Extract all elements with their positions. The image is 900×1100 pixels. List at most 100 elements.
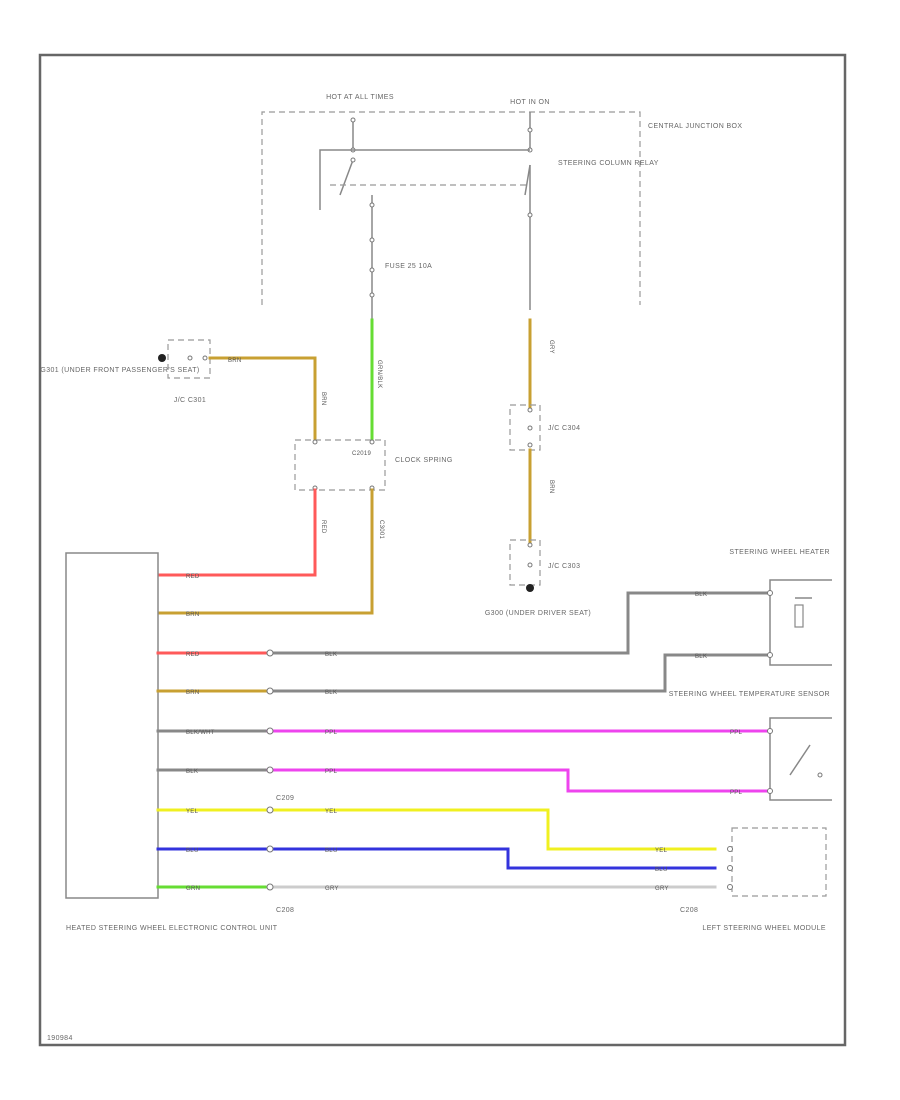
pin-icon: [266, 649, 274, 657]
mid-wire-9-label: GRY: [325, 886, 339, 892]
module-outline: [731, 827, 827, 897]
wire-black-heater-1: [266, 591, 772, 655]
pin-icon: [527, 127, 533, 133]
diagram-id: 190984: [47, 1035, 73, 1042]
clock-spring-label: CLOCK SPRING: [395, 457, 453, 464]
pin-icon: [369, 237, 375, 243]
ecu-wire-9-label: GRN: [186, 886, 200, 892]
wire-yellow-module: [156, 808, 717, 851]
clock-spring-outline: [294, 439, 386, 491]
temp-sensor-label: STEERING WHEEL TEMPERATURE SENSOR: [669, 691, 830, 698]
pin-icon: [767, 590, 773, 596]
wire-brown-ecu-2: [156, 488, 374, 615]
mid-wire-6-label: PPL: [325, 769, 338, 775]
pin-icon: [369, 439, 375, 445]
cs-upper-label: C2019: [352, 451, 372, 457]
grn-upper-label: GRN/BLK: [376, 360, 382, 388]
pin-icon: [767, 652, 773, 658]
sensor-wire-2-label: PPL: [730, 790, 743, 796]
connector-c208-right-label: C208: [680, 907, 698, 914]
hot-at-all-times-label: HOT AT ALL TIMES: [326, 94, 394, 101]
connector-pins-left: [266, 649, 274, 891]
wire-purple-sensor-2: [266, 768, 772, 793]
pin-icon: [727, 865, 733, 871]
red-vert-label: RED: [320, 520, 326, 534]
ecu-wire-4-label: BRN: [186, 690, 200, 696]
pin-icon: [266, 806, 274, 814]
mid-wire-3-label: BLK: [325, 652, 337, 658]
pin-icon: [266, 766, 274, 774]
hot-in-on-label: HOT IN ON: [510, 99, 550, 106]
jc-c303-label: J/C C303: [548, 563, 580, 570]
pin-icon: [202, 355, 208, 361]
central-junction-box-label: CENTRAL JUNCTION BOX: [648, 123, 742, 130]
pin-icon: [266, 687, 274, 695]
pin-icon: [527, 407, 533, 413]
ground-driver-label: G300 (UNDER DRIVER SEAT): [485, 610, 591, 617]
pin-icon: [350, 157, 356, 163]
ecu-wire-5-label: BLK/WHT: [186, 730, 215, 736]
pin-icon: [266, 845, 274, 853]
connector-c209-label: C209: [276, 795, 294, 802]
pin-icon: [266, 883, 274, 891]
diagram-frame: [38, 53, 847, 1047]
pin-icon: [727, 846, 733, 852]
ecu-wire-2-label: BRN: [186, 612, 200, 618]
mid-wire-4-label: BLK: [325, 690, 337, 696]
heater-element-icon: [794, 604, 804, 628]
jc-c304-outline: [509, 404, 541, 451]
steering-column-relay-label: STEERING COLUMN RELAY: [558, 160, 659, 167]
brn-vert-label: BRN: [320, 392, 326, 406]
heater-wire-2-label: BLK: [695, 654, 707, 660]
pin-icon: [350, 117, 356, 123]
heater-box: [769, 579, 832, 666]
module-label: LEFT STEERING WHEEL MODULE: [702, 925, 826, 932]
cjb-line: CENTRAL JUNCTION BOX: [648, 123, 742, 130]
mid-wire-5-label: PPL: [325, 730, 338, 736]
pin-icon: [767, 728, 773, 734]
ground-pass-label: BRN: [228, 358, 242, 364]
ground-driver-icon: [526, 584, 534, 592]
pin-icon: [369, 267, 375, 273]
sensor-wire-1-label: PPL: [730, 730, 743, 736]
pin-icon: [312, 439, 318, 445]
wire-brown-passenger: [208, 356, 317, 442]
connector-c208-left-label: C208: [276, 907, 294, 914]
ecu-wire-1-label: RED: [186, 574, 200, 580]
sensor-switch-icon: [789, 744, 811, 776]
ecu-box: [65, 552, 159, 899]
pin-icon: [527, 425, 533, 431]
module-wire-2-label: BLU: [655, 867, 668, 873]
central-junction-box-outline: [261, 111, 641, 305]
pin-icon: [527, 562, 533, 568]
module-wire-1-label: YEL: [655, 848, 668, 854]
relay-box-top: [319, 149, 530, 210]
mid-wire-7-label: YEL: [325, 809, 338, 815]
right-mid-label: BRN: [548, 480, 554, 494]
mid-wire-8-label: BLU: [325, 848, 338, 854]
ecu-wire-8-label: BLU: [186, 848, 199, 854]
pin-icon: [527, 542, 533, 548]
ecu-label: HEATED STEERING WHEEL ELECTRONIC CONTROL…: [66, 925, 278, 932]
heater-label: STEERING WHEEL HEATER: [729, 549, 830, 556]
fuse-label: FUSE 25 10A: [385, 263, 432, 270]
ecu-wire-3-label: RED: [186, 652, 200, 658]
right-upper-label: GRY: [548, 340, 554, 354]
pin-icon: [369, 292, 375, 298]
wire-red-ecu-1: [156, 488, 317, 577]
switch-arm-left: [339, 159, 354, 196]
jc-c304-label: J/C C304: [548, 425, 580, 432]
pin-icon: [527, 212, 533, 218]
pin-icon: [817, 772, 823, 778]
jc-c301-label: J/C C301: [174, 397, 206, 404]
module-wire-3-label: GRY: [655, 886, 669, 892]
ecu-wire-7-label: YEL: [186, 809, 199, 815]
pin-icon: [767, 788, 773, 794]
wire-black-heater-2: [266, 653, 772, 693]
ground-passenger-label: G301 (UNDER FRONT PASSENGER'S SEAT): [40, 367, 199, 374]
jc-c303-outline: [509, 539, 541, 586]
pin-icon: [527, 442, 533, 448]
ecu-wire-6-label: BLK: [186, 769, 198, 775]
pin-icon: [187, 355, 193, 361]
